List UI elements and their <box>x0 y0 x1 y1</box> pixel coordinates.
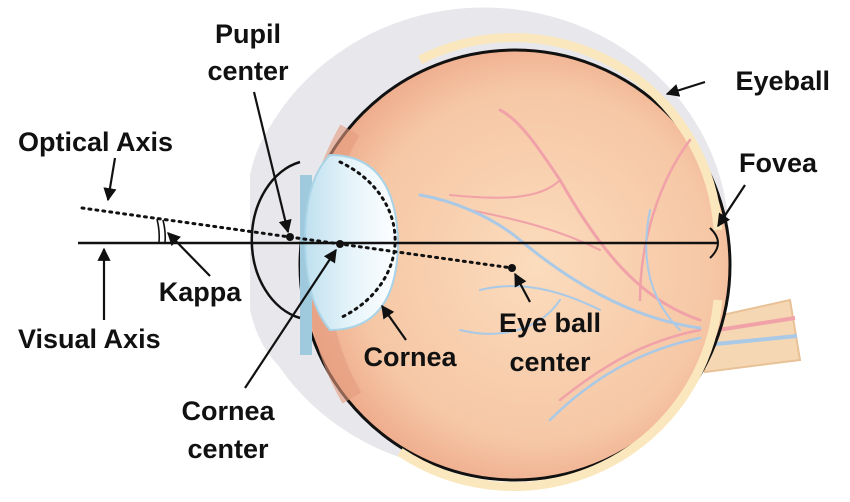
key-points <box>286 233 516 272</box>
cornea-center-label-line1: Cornea <box>181 396 275 426</box>
labels: Pupil center Eyeball Optical Axis Fovea … <box>18 19 830 464</box>
optical-axis-arrow <box>103 157 117 202</box>
eyeball-center-arrow <box>514 272 531 303</box>
fovea-label: Fovea <box>739 148 818 178</box>
eyeball-label: Eyeball <box>735 66 830 96</box>
blood-vessels <box>418 108 702 422</box>
pointer-arrows <box>97 80 746 389</box>
pupil-center-arrow <box>252 91 292 234</box>
optical-axis-label: Optical Axis <box>18 127 173 157</box>
pupil-center-label-line1: Pupil <box>215 19 281 49</box>
cornea-sphere-dotted <box>338 160 397 320</box>
cornea-center-label-line2: center <box>187 434 269 464</box>
cornea-label: Cornea <box>363 342 457 372</box>
cornea-center-arrow <box>244 248 337 389</box>
kappa-arrow <box>167 232 211 277</box>
kappa-label: Kappa <box>159 277 243 307</box>
eye-ball-center-label-line2: center <box>509 347 591 377</box>
eyeball-center-point <box>508 264 516 272</box>
kappa-angle-arc <box>156 218 167 244</box>
fovea-arrow <box>717 184 746 228</box>
cornea-dome <box>250 160 301 320</box>
visual-axis-line <box>78 227 719 259</box>
optical-axis-line <box>80 206 514 270</box>
visual-axis-label: Visual Axis <box>18 324 161 354</box>
eyeball-arrow <box>665 80 706 97</box>
cornea-center-point <box>336 240 344 248</box>
pupil-center-point <box>286 233 294 241</box>
pupil-center-label-line2: center <box>207 56 289 86</box>
cornea-arrow <box>381 304 407 341</box>
eye-ball-center-label-line1: Eye ball <box>499 308 601 338</box>
